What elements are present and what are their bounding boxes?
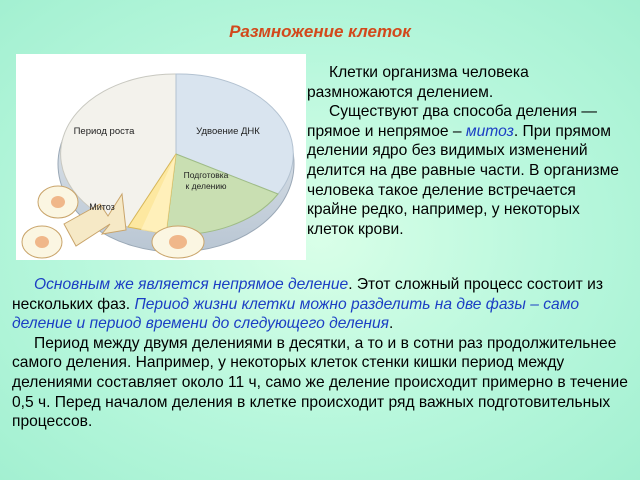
division-arrow xyxy=(63,192,127,247)
cell-cycle-figure: Период роста Удвоение ДНК Подготовка к д… xyxy=(16,54,306,260)
paragraph-2: Существуют два способа деления — прямое … xyxy=(307,102,629,239)
paragraph-3: Основным же является непрямое деление. Э… xyxy=(12,275,630,334)
disc-top xyxy=(60,73,294,235)
page-title: Размножение клеток xyxy=(229,22,411,41)
label-growth: Период роста xyxy=(74,126,136,137)
label-dna: Удвоение ДНК xyxy=(196,126,260,137)
paragraph-3-middle: . Этот сложный процесс состоит из нескол… xyxy=(12,276,603,313)
dna-sector xyxy=(175,73,294,195)
paragraph-2-start: Существуют два способа деления — прямое … xyxy=(307,103,597,140)
label-prep-line2: к делению xyxy=(186,181,228,191)
paragraph-2-end: . При прямом делении ядро без видимых из… xyxy=(307,122,619,238)
cell-cycle-diagram: Период роста Удвоение ДНК Подготовка к д… xyxy=(16,54,306,260)
label-prep-line1: Подготовка xyxy=(184,170,229,180)
parent-cell xyxy=(151,225,205,259)
daughter-cell-1 xyxy=(37,185,79,219)
emphasis-life-period: Период жизни клетки можно разделить на д… xyxy=(12,295,580,333)
bottom-text-block: Основным же является непрямое деление. Э… xyxy=(12,275,630,432)
paragraph-4: Период между двумя делениями в десятки, … xyxy=(12,334,628,431)
term-mitosis: митоз xyxy=(465,122,514,140)
daughter-cell-2 xyxy=(21,225,63,259)
label-mitosis: Митоз xyxy=(89,202,115,212)
mitosis-highlight xyxy=(141,154,176,234)
paragraph-1: Клетки организма человека размножаются д… xyxy=(307,64,529,101)
paragraph-3-end: . xyxy=(388,315,394,333)
right-text-block: Клетки организма человека размножаются д… xyxy=(307,63,629,239)
emphasis-indirect-division: Основным же является непрямое деление xyxy=(34,276,349,293)
